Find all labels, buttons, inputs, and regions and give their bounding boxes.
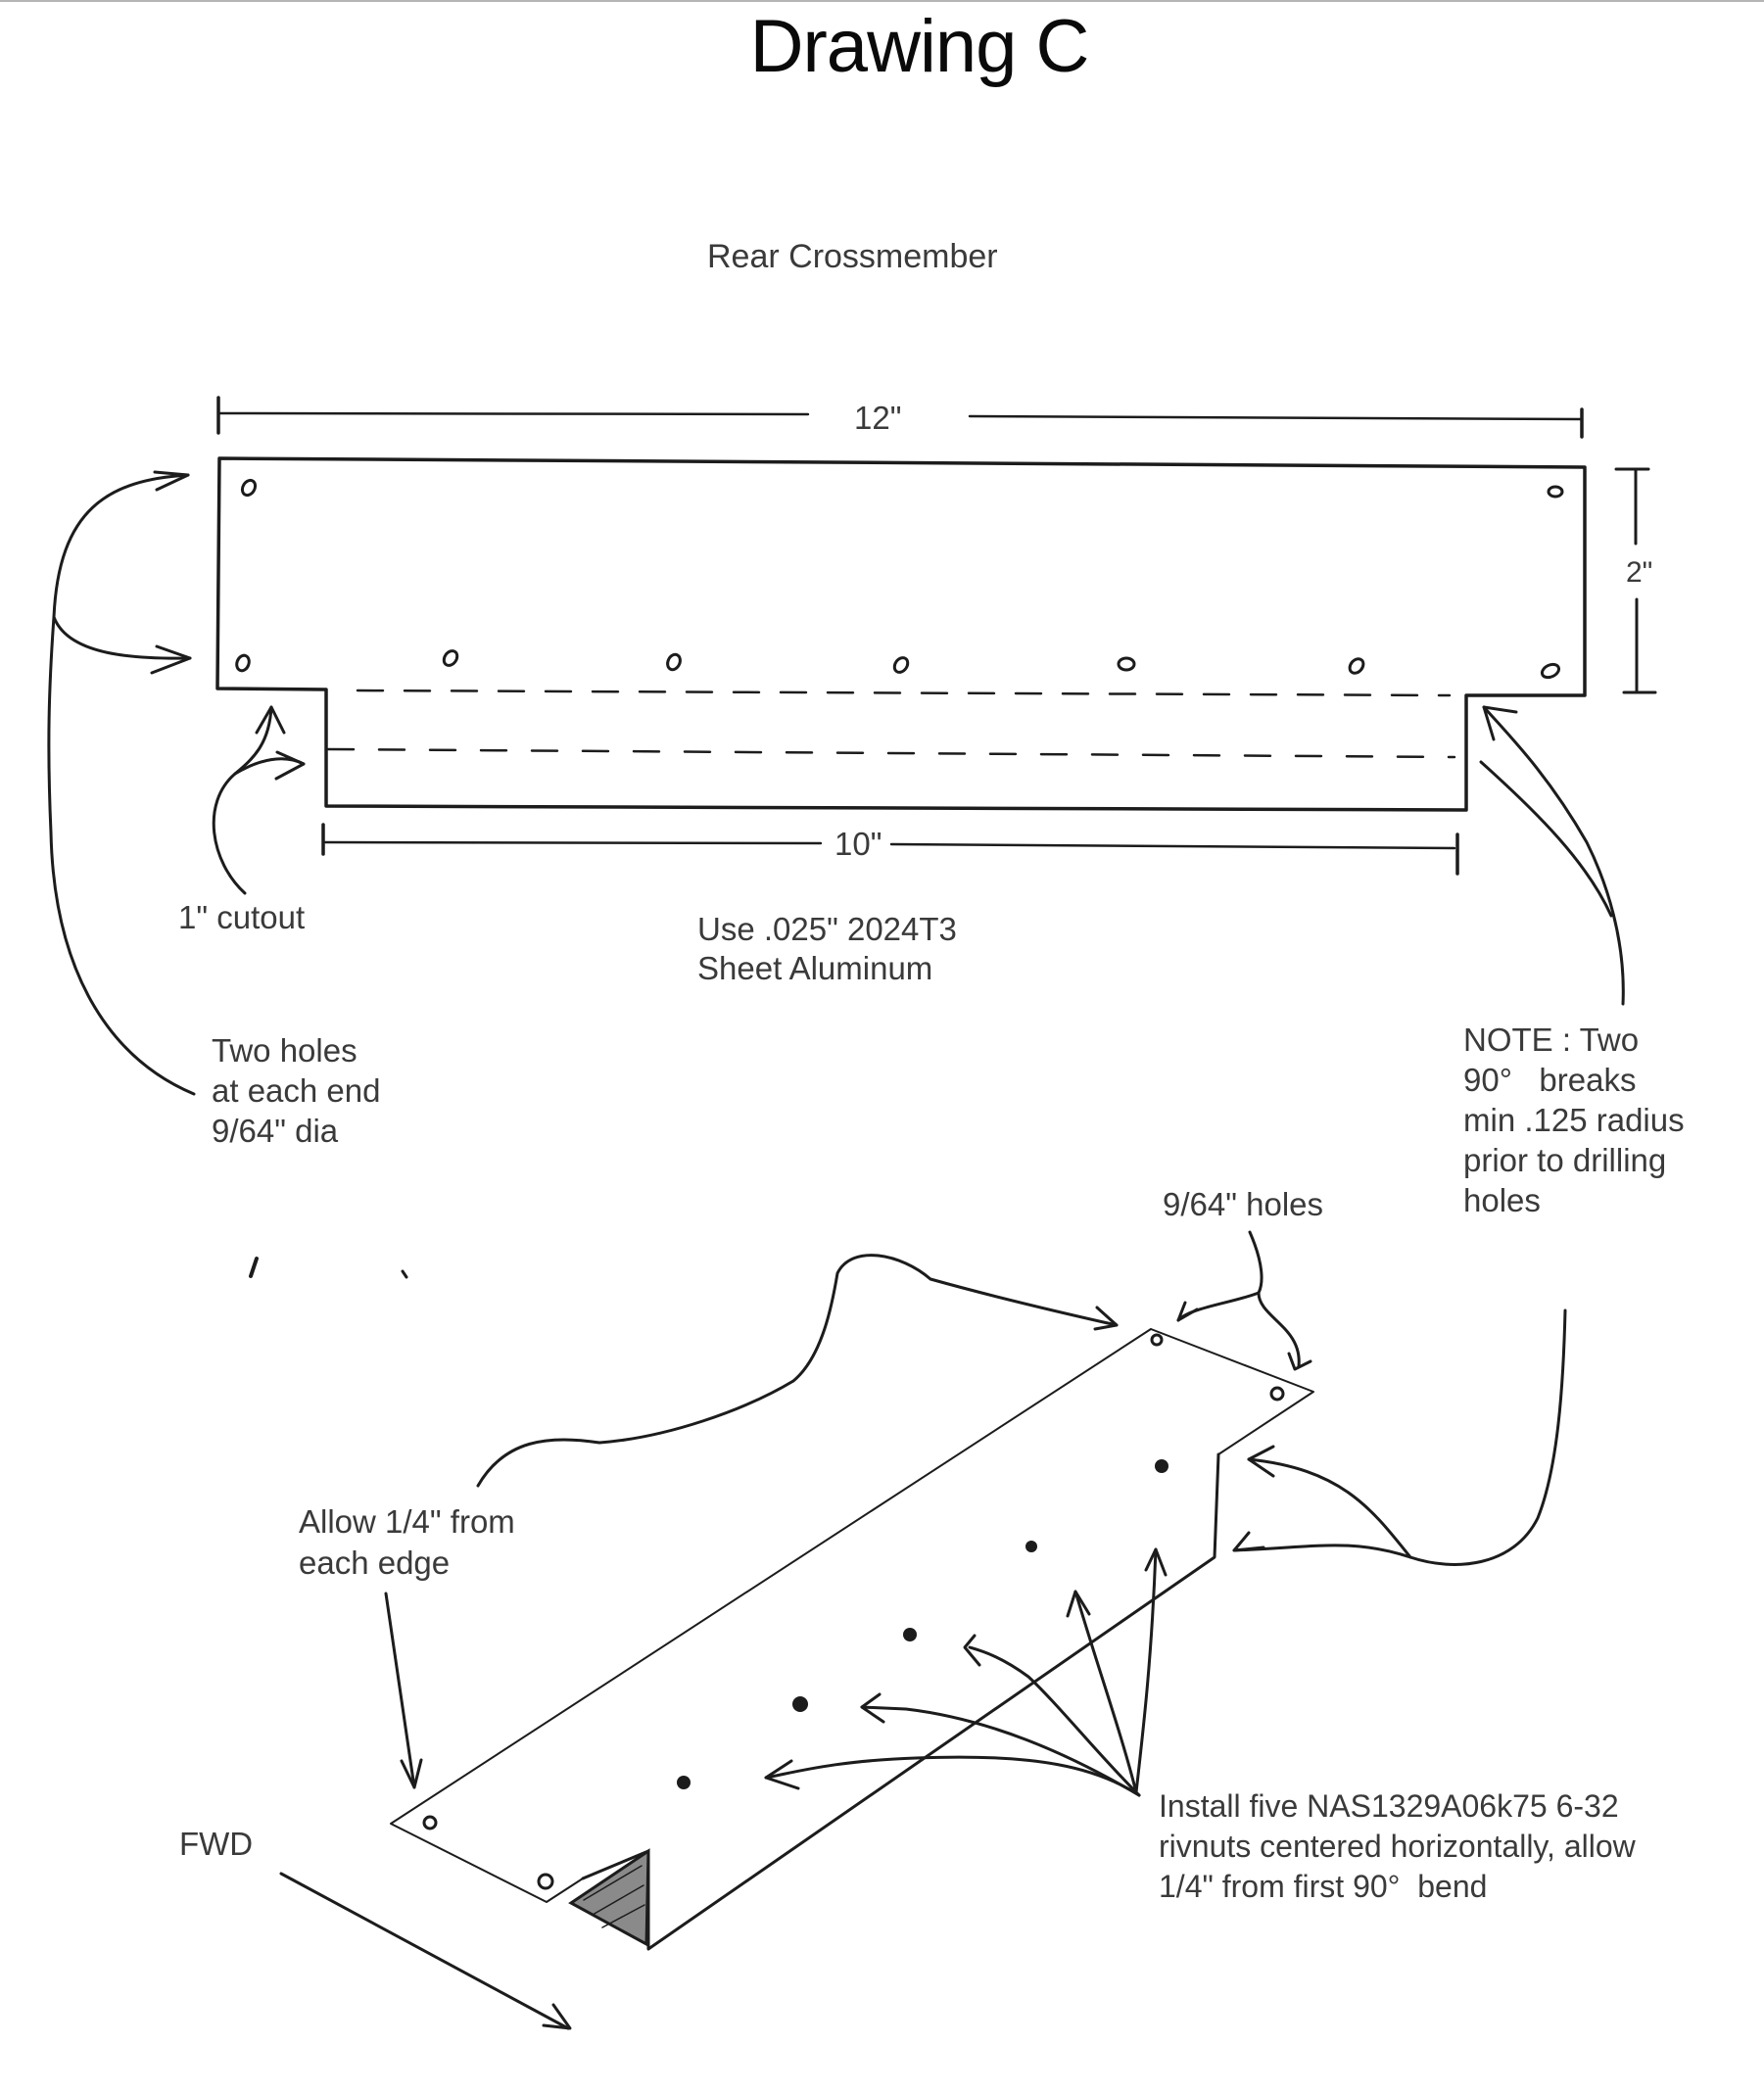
rivnut-label-line1: Install five NAS1329A06k75 6-32: [1159, 1788, 1619, 1824]
iso-flange-edge: [581, 1452, 1220, 1951]
material-line1: Use .025" 2024T3: [697, 911, 957, 947]
fwd-arrow: [279, 1872, 570, 2030]
dimension-overall-length: [216, 396, 1584, 439]
hole-bottom-3: [666, 652, 682, 672]
drawing-title: Drawing C: [749, 5, 1090, 88]
cutout-label: 1" cutout: [178, 899, 305, 935]
rivnut-label-line2: rivnuts centered horizontally, allow: [1159, 1829, 1637, 1864]
iso-view: [249, 1230, 1567, 2030]
stray-mark: [401, 1269, 408, 1279]
holes-iso-callout-arrows: [1176, 1230, 1312, 1371]
bend-line-lower: [326, 747, 1456, 759]
fwd-label: FWD: [179, 1826, 253, 1862]
holes-label-line1: Two holes: [212, 1032, 358, 1069]
hole-bottom-1: [235, 653, 251, 673]
rivnut-dots: [677, 1459, 1168, 1789]
iso-top-face: [390, 1328, 1314, 1903]
rivnut-1: [1155, 1459, 1168, 1473]
flat-part-outline: [215, 456, 1587, 812]
holes-callout-arrows: [47, 470, 196, 1096]
hole-bottom-7: [1540, 662, 1561, 680]
rivnut-label-line3: 1/4" from first 90° bend: [1159, 1869, 1487, 1904]
flat-view: 12" 10" 2": [47, 396, 1657, 1096]
dimension-height: [1614, 467, 1657, 694]
iso-hole-bottom-left: [422, 1815, 438, 1830]
hole-top-left: [240, 478, 258, 498]
dimension-flange-length: [321, 823, 1459, 876]
part-name: Rear Crossmember: [707, 238, 998, 275]
edge-label-line1: Allow 1/4" from: [299, 1503, 515, 1540]
bend-callout-arrows: [1232, 1308, 1567, 1566]
flat-holes: [235, 478, 1564, 680]
iso-corner-holes: [422, 1333, 1285, 1890]
rivnut-3: [903, 1628, 917, 1641]
hole-bottom-6: [1348, 657, 1365, 675]
note-line4: prior to drilling: [1463, 1142, 1666, 1178]
bend-line-upper: [356, 689, 1452, 697]
rivnut-5: [677, 1776, 691, 1789]
page-top-border: [0, 0, 1764, 2]
iso-hole-top-left: [1150, 1333, 1164, 1347]
dimension-height-label: 2": [1626, 556, 1652, 589]
rivnut-2: [1025, 1541, 1037, 1552]
holes-label-line2: at each end: [212, 1072, 380, 1109]
stray-mark: [249, 1257, 259, 1278]
iso-hole-bottom-right: [537, 1873, 554, 1890]
note-line5: holes: [1463, 1182, 1541, 1218]
dimension-overall-length-label: 12": [854, 400, 901, 436]
note-callout-arrows: [1479, 705, 1625, 1006]
holes-label-line3: 9/64" dia: [212, 1113, 339, 1149]
edge-callout-wavy-arrow: [476, 1254, 1119, 1488]
edge-callout-straight-arrow: [384, 1592, 416, 1789]
note-line3: min .125 radius: [1463, 1102, 1685, 1138]
edge-label-line2: each edge: [299, 1545, 450, 1581]
cutout-callout-arrows: [212, 705, 306, 895]
material-line2: Sheet Aluminum: [697, 950, 932, 986]
hole-bottom-2: [442, 649, 459, 667]
hole-bottom-5: [1117, 656, 1136, 672]
rivnut-4: [792, 1696, 808, 1712]
dimension-flange-length-label: 10": [834, 826, 882, 862]
hole-bottom-4: [892, 656, 910, 674]
note-line2: 90° breaks: [1463, 1062, 1636, 1098]
rivnut-callout-arrows: [764, 1547, 1168, 1797]
iso-flange-end: [568, 1848, 650, 1947]
iso-holes-label: 9/64" holes: [1163, 1186, 1323, 1222]
iso-hole-top-right: [1269, 1386, 1285, 1402]
note-line1: NOTE : Two: [1463, 1022, 1639, 1058]
hole-top-right: [1547, 485, 1564, 499]
